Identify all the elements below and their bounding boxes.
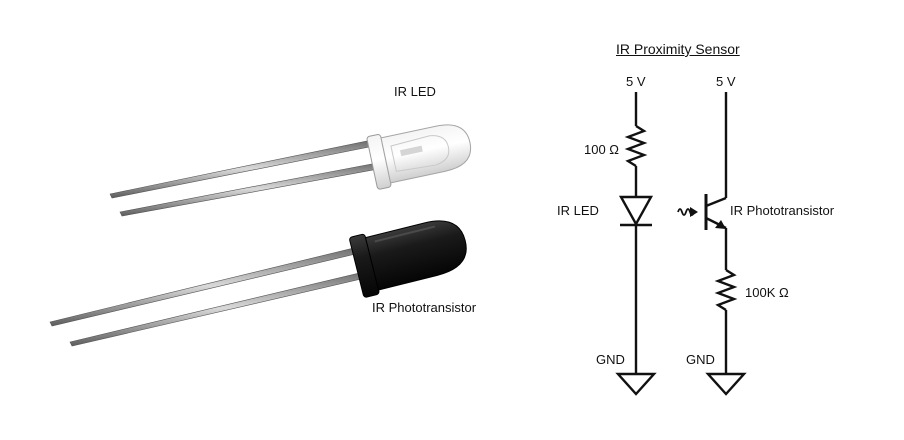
resistor-100k-ohm xyxy=(714,268,738,312)
led-ground-symbol xyxy=(615,372,657,396)
photo-ir-led-label: IR LED xyxy=(394,84,436,99)
sensor-resistor-label: 100K Ω xyxy=(745,285,789,300)
ir-led-symbol xyxy=(618,195,654,227)
led-resistor-label: 100 Ω xyxy=(584,142,620,157)
ir-led-body xyxy=(366,124,472,190)
resistor-100-ohm xyxy=(624,124,648,168)
photo-phototransistor-label: IR Phototransistor xyxy=(372,300,477,315)
emitter-arrow-icon xyxy=(715,220,726,229)
sensor-supply-label: 5 V xyxy=(716,74,736,89)
light-arrow-icon xyxy=(690,207,698,217)
phototransistor-body xyxy=(349,220,467,298)
sensor-ground-label: GND xyxy=(686,352,715,367)
schematic-title: IR Proximity Sensor xyxy=(616,41,740,57)
ir-led-leads xyxy=(109,139,385,217)
led-supply-label: 5 V xyxy=(626,74,646,89)
led-ground-label: GND xyxy=(596,352,625,367)
sensor-component-label: IR Phototransistor xyxy=(730,203,835,218)
sensor-ground-symbol xyxy=(705,372,747,396)
led-component-label: IR LED xyxy=(557,203,599,218)
